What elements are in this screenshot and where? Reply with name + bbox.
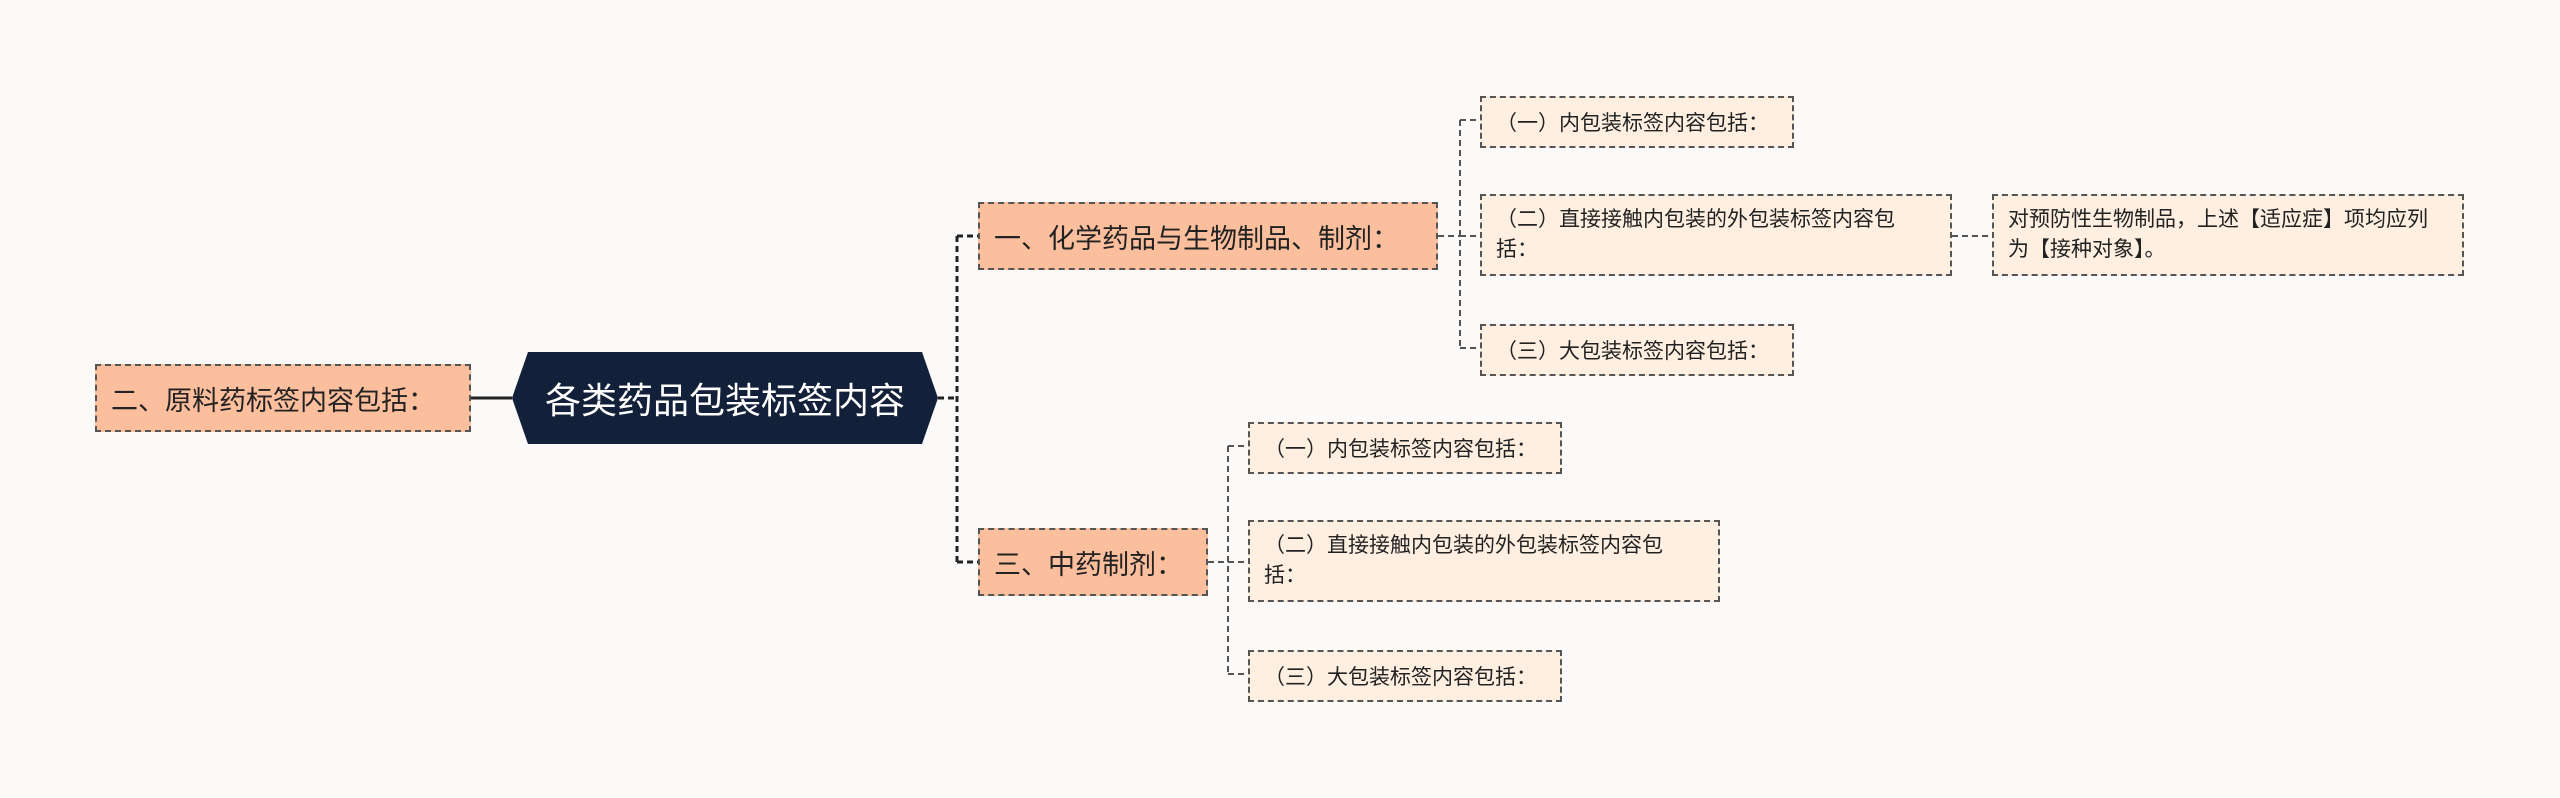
child-label: （二）直接接触内包装的外包装标签内容包括： [1496, 207, 1895, 261]
left-topic-label: 二、原料药标签内容包括： [111, 385, 435, 417]
branch1-inner-package[interactable]: （一）内包装标签内容包括： [1480, 96, 1794, 148]
branch2-bulk-package[interactable]: （三）大包装标签内容包括： [1248, 650, 1562, 702]
root-topic-label: 各类药品包装标签内容 [544, 381, 905, 422]
connector-branch2-children [1208, 445, 1248, 675]
child-label: （二）直接接触内包装的外包装标签内容包括： [1264, 533, 1663, 587]
branch-tcm-preparation[interactable]: 三、中药制剂： [978, 528, 1208, 596]
branch-label: 三、中药制剂： [994, 549, 1183, 581]
connector-branch1-children [1438, 119, 1480, 349]
branch1-outer-package-note[interactable]: 对预防性生物制品，上述【适应症】项均应列为【接种对象】。 [1992, 194, 2464, 276]
connector-root-branches [938, 234, 978, 564]
child-label: （一）内包装标签内容包括： [1496, 111, 1769, 135]
branch2-inner-package[interactable]: （一）内包装标签内容包括： [1248, 422, 1562, 474]
branch-label: 一、化学药品与生物制品、制剂： [994, 223, 1399, 255]
note-label: 对预防性生物制品，上述【适应症】项均应列为【接种对象】。 [2008, 207, 2428, 261]
left-topic-raw-material[interactable]: 二、原料药标签内容包括： [95, 364, 471, 432]
child-label: （一）内包装标签内容包括： [1264, 437, 1537, 461]
root-hexagon-shape [512, 352, 938, 444]
branch1-bulk-package[interactable]: （三）大包装标签内容包括： [1480, 324, 1794, 376]
branch-chemical-biological[interactable]: 一、化学药品与生物制品、制剂： [978, 202, 1438, 270]
branch2-outer-package[interactable]: （二）直接接触内包装的外包装标签内容包括： [1248, 520, 1720, 602]
child-label: （三）大包装标签内容包括： [1496, 339, 1769, 363]
root-topic[interactable]: 各类药品包装标签内容 [512, 352, 938, 444]
branch1-outer-package[interactable]: （二）直接接触内包装的外包装标签内容包括： [1480, 194, 1952, 276]
child-label: （三）大包装标签内容包括： [1264, 665, 1537, 689]
